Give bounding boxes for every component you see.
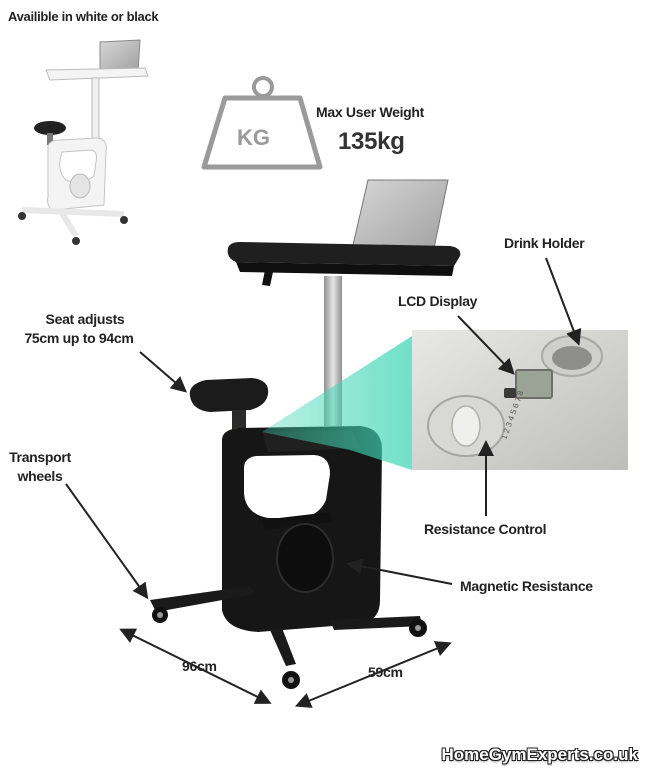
seat-adjust-label: Seat adjusts 75cm up to 94cm [24, 311, 140, 346]
drink-holder-label: Drink Holder [504, 235, 585, 251]
white-bike-thumbnail [18, 39, 149, 245]
seat-adjust-line1: Seat adjusts [45, 311, 125, 327]
annotation-arrows [65, 257, 582, 708]
width-dimension: 59cm [368, 664, 403, 680]
seat-adjust-line2: 75cm up to 94cm [24, 330, 134, 346]
max-weight-label: Max User Weight [316, 104, 425, 120]
availability-text: Availible in white or black [8, 9, 159, 24]
transport-line2: wheels [17, 468, 63, 484]
kg-weight-icon [201, 76, 323, 170]
transport-wheels-label: Transport wheels [4, 449, 76, 484]
magnetic-resistance-label: Magnetic Resistance [460, 578, 593, 594]
kg-icon-text: KG [237, 125, 270, 150]
resistance-control-label: Resistance Control [424, 521, 547, 537]
lcd-display-label: LCD Display [398, 293, 478, 309]
length-dimension: 96cm [182, 658, 217, 674]
transport-line1: Transport [9, 449, 71, 465]
console-closeup: 1 2 3 4 5 6 7 8 [262, 330, 628, 470]
max-weight-value: 135kg [338, 128, 405, 155]
watermark: HomeGymExperts.co.uk [441, 745, 638, 764]
